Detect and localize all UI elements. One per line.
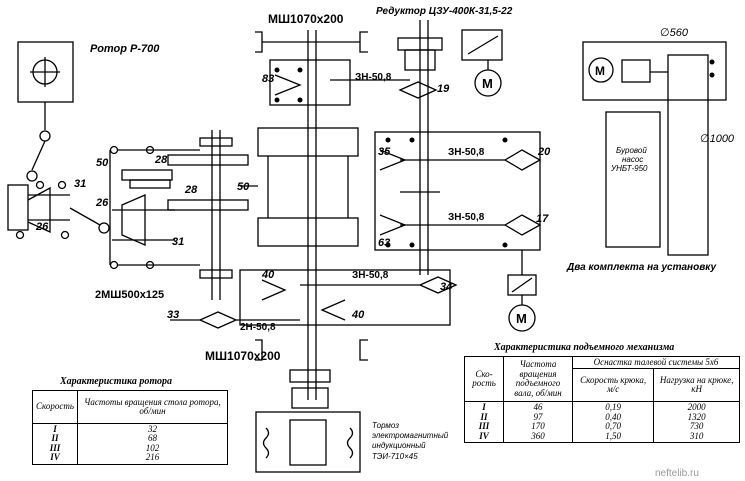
hoist-rpm-values: 46 97 170 360	[503, 401, 573, 444]
chain-label-3: ЗН-50,8	[448, 212, 485, 223]
hoist-col-speed: Ско-рость	[464, 355, 504, 403]
hoist-table-title: Характеристика подъемного механизма	[494, 342, 675, 353]
coupling-top-label: МШ1070х200	[268, 12, 344, 26]
reducer-label: Редуктор ЦЗУ-400К-31,5-22	[376, 6, 513, 17]
brake-label-1: Тормоз	[372, 421, 399, 430]
chain-label-5: 2Н-50,8	[240, 322, 276, 333]
d1000-label: ∅1000	[700, 133, 735, 145]
num-34: 34	[440, 281, 452, 293]
rotor-rpm-values: 32 68 102 216	[76, 423, 229, 465]
chain-label-2: ЗН-50,8	[448, 147, 485, 158]
hoist-table: Ско-рость Частота вращения подъемного ва…	[464, 355, 740, 444]
chain-label-4: ЗН-50,8	[352, 270, 389, 281]
hoist-col-hook-speed: Скорость крюка, м/с	[571, 368, 655, 403]
num-50b: 50	[237, 181, 250, 193]
num-28a: 28	[154, 154, 168, 166]
watermark: neftelib.ru	[655, 468, 699, 479]
brake-box	[255, 411, 361, 473]
rotor-col-speed: Скорость	[32, 390, 78, 424]
hoist-hook-speed-values: 0,19 0,40 0,70 1,50	[571, 401, 655, 444]
num-19: 19	[437, 83, 450, 95]
motor-top-letter: М	[482, 76, 493, 91]
pump-label-3: УНБТ-950	[610, 164, 648, 173]
num-31b: 31	[172, 236, 184, 248]
num-50a: 50	[96, 157, 109, 169]
coupling-bottom-label: МШ1070х200	[205, 349, 281, 363]
motor-bottom-letter: М	[516, 311, 527, 326]
pump-panel	[582, 41, 727, 101]
rotor-col-rpm: Частоты вращения стола ротора, об/мин	[76, 390, 229, 424]
num-40a: 40	[261, 269, 275, 281]
pump-belt	[667, 54, 709, 256]
pump-label-1: Буровой	[616, 146, 647, 155]
num-26a: 26	[35, 221, 49, 233]
num-26b: 26	[95, 197, 109, 209]
hoist-speeds: I II III IV	[464, 401, 504, 444]
hoist-col-group: Оснастка талевой системы 5х6	[572, 355, 740, 370]
rotor-table: Скорость Частоты вращения стола ротора, …	[32, 390, 229, 465]
chain-label-1: ЗН-50,8	[355, 72, 392, 83]
num-63: 63	[378, 237, 390, 249]
num-33: 33	[167, 309, 179, 321]
hoist-load-values: 2000 1320 730 310	[653, 401, 740, 444]
two-sets-label: Два комплекта на установку	[566, 262, 716, 273]
num-35: 35	[378, 146, 391, 158]
hoist-col-rpm: Частота вращения подъемного вала, об/мин	[503, 355, 573, 403]
rotor-speeds: I II III IV	[32, 423, 78, 465]
motor-pump-letter: М	[595, 64, 605, 78]
num-31a: 31	[74, 178, 86, 190]
brake-label-2: электромагнитный	[372, 431, 449, 440]
coupling-small-label: 2МШ500х125	[95, 289, 164, 301]
num-83: 83	[262, 73, 274, 85]
rotor-table-title: Характеристика ротора	[60, 376, 172, 387]
num-40b: 40	[351, 309, 365, 321]
brake-label-3: индукционный	[372, 441, 426, 450]
hoist-col-load: Нагрузка на крюке, кН	[653, 368, 740, 403]
pump-label-2: насос	[622, 155, 643, 164]
num-20: 20	[537, 146, 551, 158]
pump-body	[605, 111, 661, 248]
brake-label-4: ТЭИ-710×45	[372, 452, 418, 461]
num-17: 17	[536, 213, 549, 225]
rotor-label: Ротор Р-700	[90, 43, 160, 55]
d560-label: ∅560	[660, 27, 689, 39]
num-28b: 28	[184, 184, 198, 196]
